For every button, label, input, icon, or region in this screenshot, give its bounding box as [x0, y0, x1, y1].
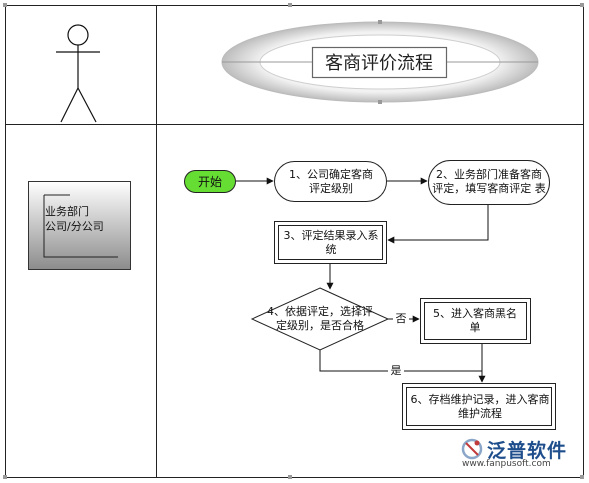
- step1-label: 1、公司确定客商评定级别: [289, 168, 373, 195]
- start-node: [184, 170, 236, 193]
- step3-label: 3、评定结果录入系统: [283, 229, 379, 256]
- watermark-url: www.fanpusoft.com: [462, 459, 551, 469]
- actor-icon: [56, 24, 100, 123]
- edge-label-yes: 是: [388, 364, 404, 378]
- edge-step4-step6: [319, 350, 482, 372]
- step5-node: [420, 298, 531, 344]
- step3-node: [274, 221, 387, 264]
- step6-label: 6、存档维护记录，进入客商维护流程: [410, 393, 550, 420]
- role-label-line1: 业务部门: [45, 205, 89, 218]
- role-label-line2: 公司/分公司: [45, 220, 104, 233]
- title-decoration: [221, 20, 539, 104]
- grid-corner-markers: [3, 3, 584, 479]
- step6-node: [402, 383, 556, 430]
- edge-step2-step3: [387, 205, 489, 244]
- start-label: 开始: [197, 174, 222, 189]
- fanpu-logo-icon: [461, 438, 483, 460]
- step5-label: 5、进入客商黑名单: [433, 307, 517, 334]
- step2-label: 2、业务部门准备客商评定，填写客商评定 表: [432, 168, 546, 195]
- connectors: [236, 177, 489, 383]
- step1-node: [274, 161, 387, 202]
- diagram-title: 客商评价流程: [325, 53, 433, 74]
- step4-label: 4、依据评定，选择评定级别，是否合格: [267, 305, 373, 332]
- role-label: 业务部门 公司/分公司: [45, 204, 135, 234]
- watermark-name: 泛普软件: [487, 440, 568, 462]
- step2-node: [428, 160, 550, 205]
- role-box: [28, 181, 131, 270]
- swimlane-grid: [5, 5, 584, 478]
- edge-label-no: 否: [393, 312, 409, 326]
